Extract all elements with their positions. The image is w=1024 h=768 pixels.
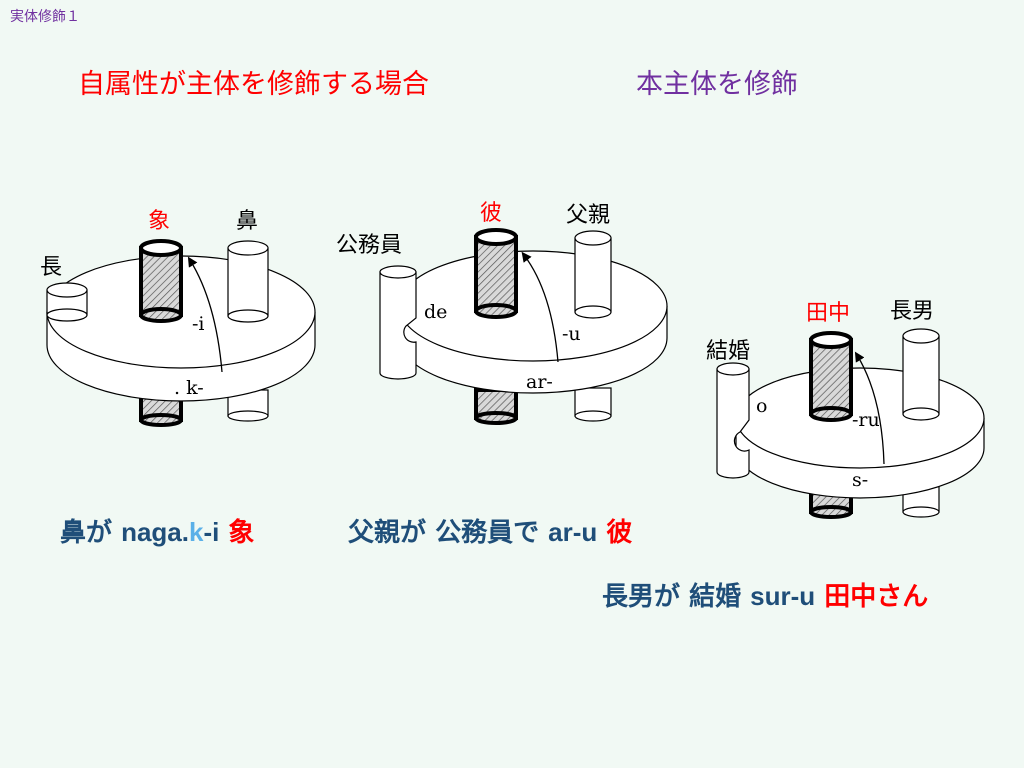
arrow-label-2: -u [562,323,581,345]
caption-1-predicate-end: -i [203,517,220,547]
arrow-label-1: -i [192,313,205,335]
rim-label-2: ar- [526,371,553,393]
attribute-label-2: 父親 [566,203,610,228]
caption-1-predicate-highlight: k [189,517,204,547]
cylinder-head-1 [139,239,183,323]
heading-left: 自属性が主体を修飾する場合 [78,69,429,100]
slide-corner-title: 実体修飾１ [10,9,80,25]
caption-1-head: 象 [228,518,255,548]
side-label-2: 公務員 [336,233,402,258]
side-label-1: 長 [40,255,62,280]
caption-1-subject: 鼻が [60,518,113,548]
stub-bottom-attr-1 [227,389,269,422]
stub-bottom-head-2 [474,388,518,425]
cylinder-attribute-2 [574,230,612,319]
particle-label-2: de [424,301,447,323]
rim-label-3: s- [852,469,868,491]
attribute-label-1: 鼻 [236,209,258,234]
caption-3-subject: 長男が [602,582,681,612]
caption-3-head: 田中さん [824,582,929,612]
side-label-3: 結婚 [706,339,750,364]
particle-label-3: o [756,395,767,417]
caption-2: 父親が 公務員で ar-u 彼 [348,512,632,549]
cylinder-side-3 [716,362,750,479]
caption-2-head: 彼 [606,518,633,548]
arrow-label-3: -ru [852,409,880,431]
diagram-2: 彼 父親 公務員 de -u ar- [336,201,668,425]
diagram-1: 象 鼻 長 -i . k- [40,209,316,427]
cylinder-head-3 [809,331,853,422]
cylinder-side-2 [379,265,417,380]
cylinder-side-1 [46,282,88,322]
head-label-1: 象 [148,209,170,234]
caption-3: 長男が 結婚 sur-u 田中さん [602,576,928,613]
modification-arrow-3 [854,351,885,465]
caption-2-subject: 父親が [348,518,427,548]
heading-right: 本主体を修飾 [636,69,798,100]
diagram-3: 田中 長男 結婚 o -ru s- [706,299,985,519]
caption-2-predicate: ar-u [548,517,598,547]
modification-arrow-1 [187,256,223,373]
rim-label-1: . k- [174,377,204,399]
caption-3-predicate: sur-u [750,581,816,611]
stub-bottom-attr-2 [574,387,612,422]
head-label-3: 田中 [806,301,850,326]
modification-arrow-2 [521,251,559,363]
caption-3-complement: 結婚 [689,582,742,612]
attribute-label-3: 長男 [890,299,934,324]
caption-1-predicate-start: naga. [121,517,189,547]
head-label-2: 彼 [480,201,502,226]
caption-1: 鼻が naga.k-i 象 [60,512,254,549]
cylinder-head-2 [474,228,518,319]
cylinder-attribute-1 [227,240,269,323]
cylinder-attribute-3 [902,328,940,421]
caption-2-complement: 公務員で [435,518,540,548]
